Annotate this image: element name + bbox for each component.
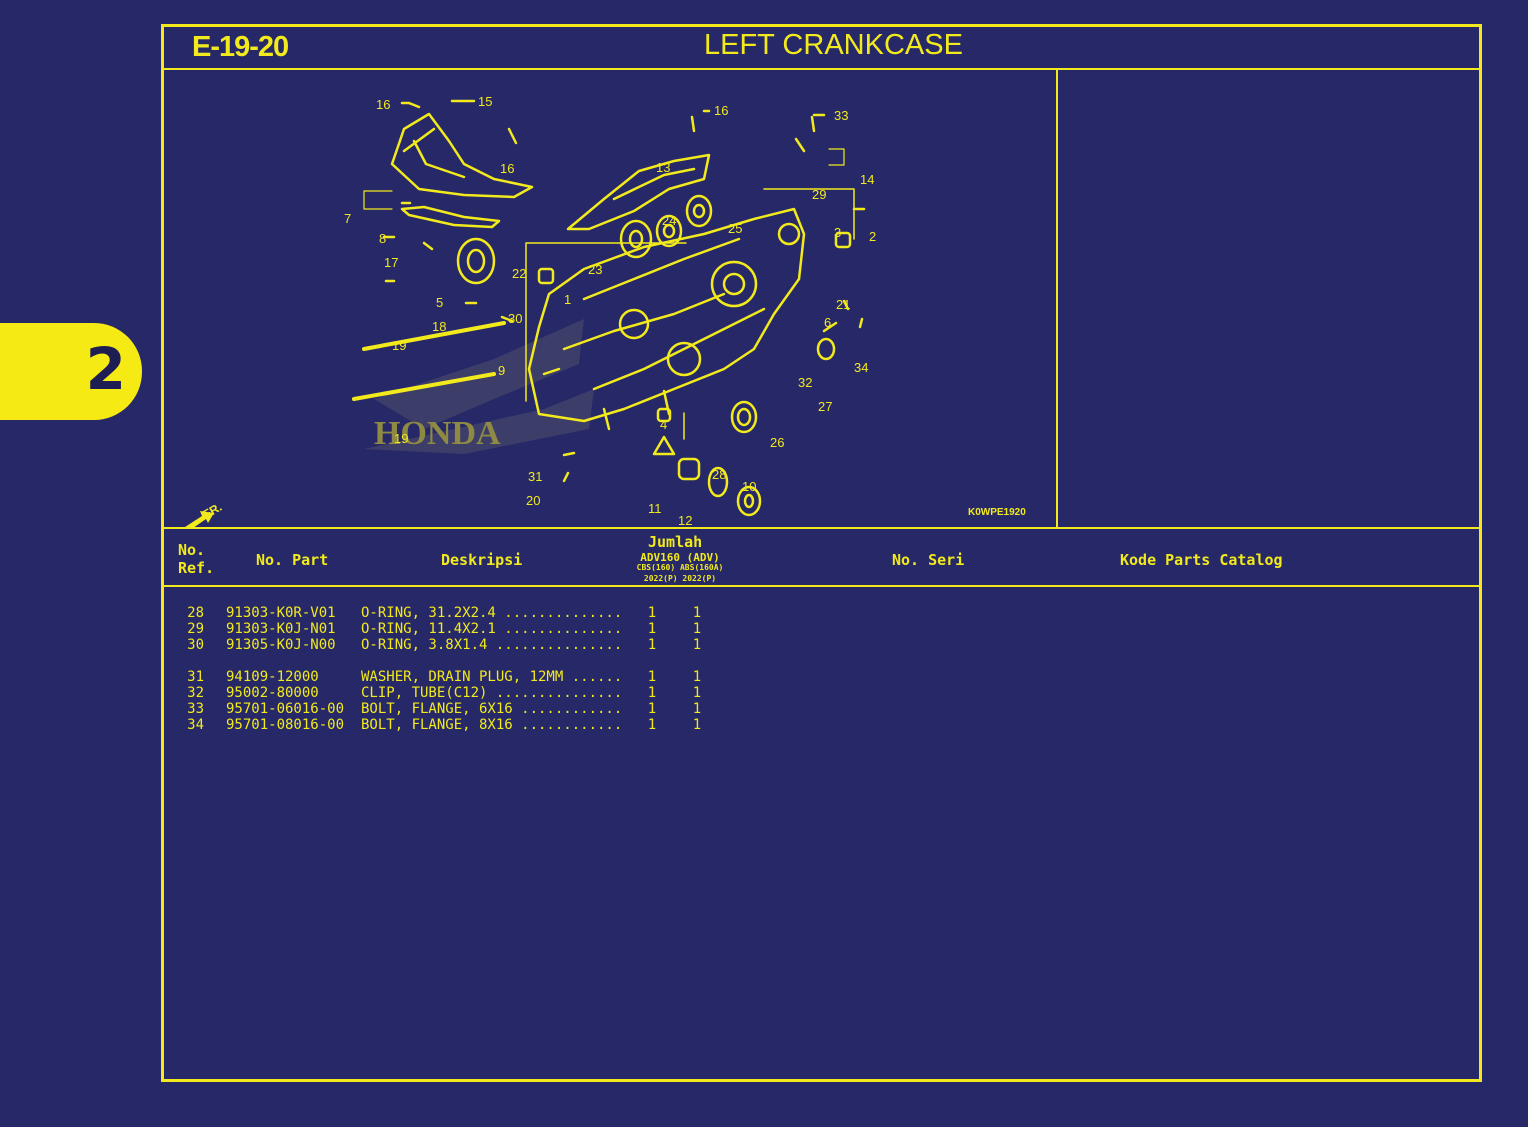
svg-text:26: 26: [770, 435, 784, 450]
svg-text:19: 19: [394, 431, 408, 446]
svg-text:8: 8: [379, 231, 386, 246]
col-header-jumlah-years: 2022(P) 2022(P): [643, 574, 717, 583]
svg-text:14: 14: [860, 172, 874, 187]
qty-cbs: 1: [647, 717, 657, 733]
exploded-parts-diagram: HONDA: [185, 94, 876, 527]
col-header-kode-parts-catalog: Kode Parts Catalog: [1120, 551, 1283, 569]
svg-text:32: 32: [798, 375, 812, 390]
ref-number: 29: [187, 621, 204, 637]
svg-text:25: 25: [728, 221, 742, 236]
col-header-deskripsi: Deskripsi: [441, 551, 523, 569]
svg-text:17: 17: [384, 255, 398, 270]
part-number: 95701-08016-00: [226, 717, 345, 733]
svg-text:11: 11: [648, 501, 662, 516]
col-header-no-seri: No. Seri: [892, 551, 965, 569]
svg-text:10: 10: [742, 479, 756, 494]
svg-text:24: 24: [662, 213, 676, 228]
part-number: 95701-06016-00: [226, 701, 345, 717]
part-description: O-RING, 11.4X2.1 ..............: [361, 621, 623, 637]
front-arrow-icon: FR.: [185, 500, 224, 527]
svg-text:5: 5: [436, 295, 443, 310]
qty-abs: 1: [692, 701, 702, 717]
svg-text:12: 12: [678, 513, 692, 527]
qty-abs: 1: [692, 717, 702, 733]
col-header-no-ref-line1: No.: [178, 541, 206, 559]
qty-abs: 1: [692, 605, 702, 621]
svg-text:6: 6: [824, 315, 831, 330]
qty-cbs: 1: [647, 621, 657, 637]
illustration-ref-code: K0WPE1920: [968, 507, 1026, 518]
qty-cbs: 1: [647, 685, 657, 701]
header-divider-top: [164, 527, 1479, 529]
part-number: 91303-K0R-V01: [226, 605, 336, 621]
svg-text:31: 31: [528, 469, 542, 484]
svg-text:22: 22: [512, 266, 526, 281]
qty-abs: 1: [692, 669, 702, 685]
ref-number: 34: [187, 717, 204, 733]
col-header-no-ref-line2: Ref.: [178, 559, 215, 577]
svg-text:23: 23: [588, 262, 602, 277]
part-description: BOLT, FLANGE, 8X16 ............: [361, 717, 623, 733]
svg-text:20: 20: [526, 493, 540, 508]
svg-text:29: 29: [812, 187, 826, 202]
header-divider-bottom: [164, 585, 1479, 587]
svg-text:16: 16: [500, 161, 514, 176]
part-number: 94109-12000: [226, 669, 319, 685]
col-header-no-ref: No. Ref.: [178, 541, 214, 577]
svg-text:18: 18: [432, 319, 446, 334]
title-divider: [164, 68, 1479, 70]
honda-watermark: HONDA: [374, 415, 501, 452]
col-header-jumlah-variants: CBS(160) ABS(160A): [636, 563, 724, 572]
qty-abs: 1: [692, 637, 702, 653]
ref-number: 30: [187, 637, 204, 653]
svg-text:7: 7: [344, 211, 351, 226]
qty-cbs: 1: [647, 605, 657, 621]
svg-text:3: 3: [834, 225, 841, 240]
svg-text:21: 21: [836, 297, 850, 312]
part-number: 95002-80000: [226, 685, 319, 701]
svg-text:15: 15: [478, 94, 492, 109]
ref-number: 28: [187, 605, 204, 621]
svg-text:27: 27: [818, 399, 832, 414]
svg-text:9: 9: [498, 363, 505, 378]
figure-code: E-19-20: [192, 31, 289, 63]
ref-number: 32: [187, 685, 204, 701]
svg-text:33: 33: [834, 108, 848, 123]
svg-text:28: 28: [712, 467, 726, 482]
page-title: LEFT CRANKCASE: [704, 29, 963, 61]
col-header-jumlah: Jumlah: [648, 533, 703, 551]
part-description: O-RING, 3.8X1.4 ...............: [361, 637, 623, 653]
ref-number: 33: [187, 701, 204, 717]
qty-abs: 1: [692, 621, 702, 637]
svg-text:4: 4: [660, 417, 667, 432]
svg-text:16: 16: [376, 97, 390, 112]
part-description: CLIP, TUBE(C12) ...............: [361, 685, 623, 701]
svg-text:1: 1: [564, 292, 571, 307]
honda-wing-watermark: [364, 319, 594, 454]
svg-text:13: 13: [656, 160, 670, 175]
qty-cbs: 1: [647, 637, 657, 653]
qty-cbs: 1: [647, 669, 657, 685]
svg-text:19: 19: [392, 338, 406, 353]
diagram-divider: [1056, 69, 1058, 527]
section-tab[interactable]: 2: [0, 323, 142, 420]
catalog-page: E-19-20 LEFT CRANKCASE HONDA: [161, 24, 1482, 1082]
col-header-no-part: No. Part: [256, 551, 329, 569]
svg-text:16: 16: [714, 103, 728, 118]
part-description: O-RING, 31.2X2.4 ..............: [361, 605, 623, 621]
part-number: 91305-K0J-N00: [226, 637, 336, 653]
qty-abs: 1: [692, 685, 702, 701]
part-description: WASHER, DRAIN PLUG, 12MM ......: [361, 669, 623, 685]
svg-text:34: 34: [854, 360, 868, 375]
qty-cbs: 1: [647, 701, 657, 717]
col-header-jumlah-model: ADV160 (ADV): [640, 551, 720, 564]
part-number: 91303-K0J-N01: [226, 621, 336, 637]
ref-number: 31: [187, 669, 204, 685]
svg-text:30: 30: [508, 311, 522, 326]
svg-text:2: 2: [869, 229, 876, 244]
part-description: BOLT, FLANGE, 6X16 ............: [361, 701, 623, 717]
section-tab-label: 2: [85, 335, 126, 403]
